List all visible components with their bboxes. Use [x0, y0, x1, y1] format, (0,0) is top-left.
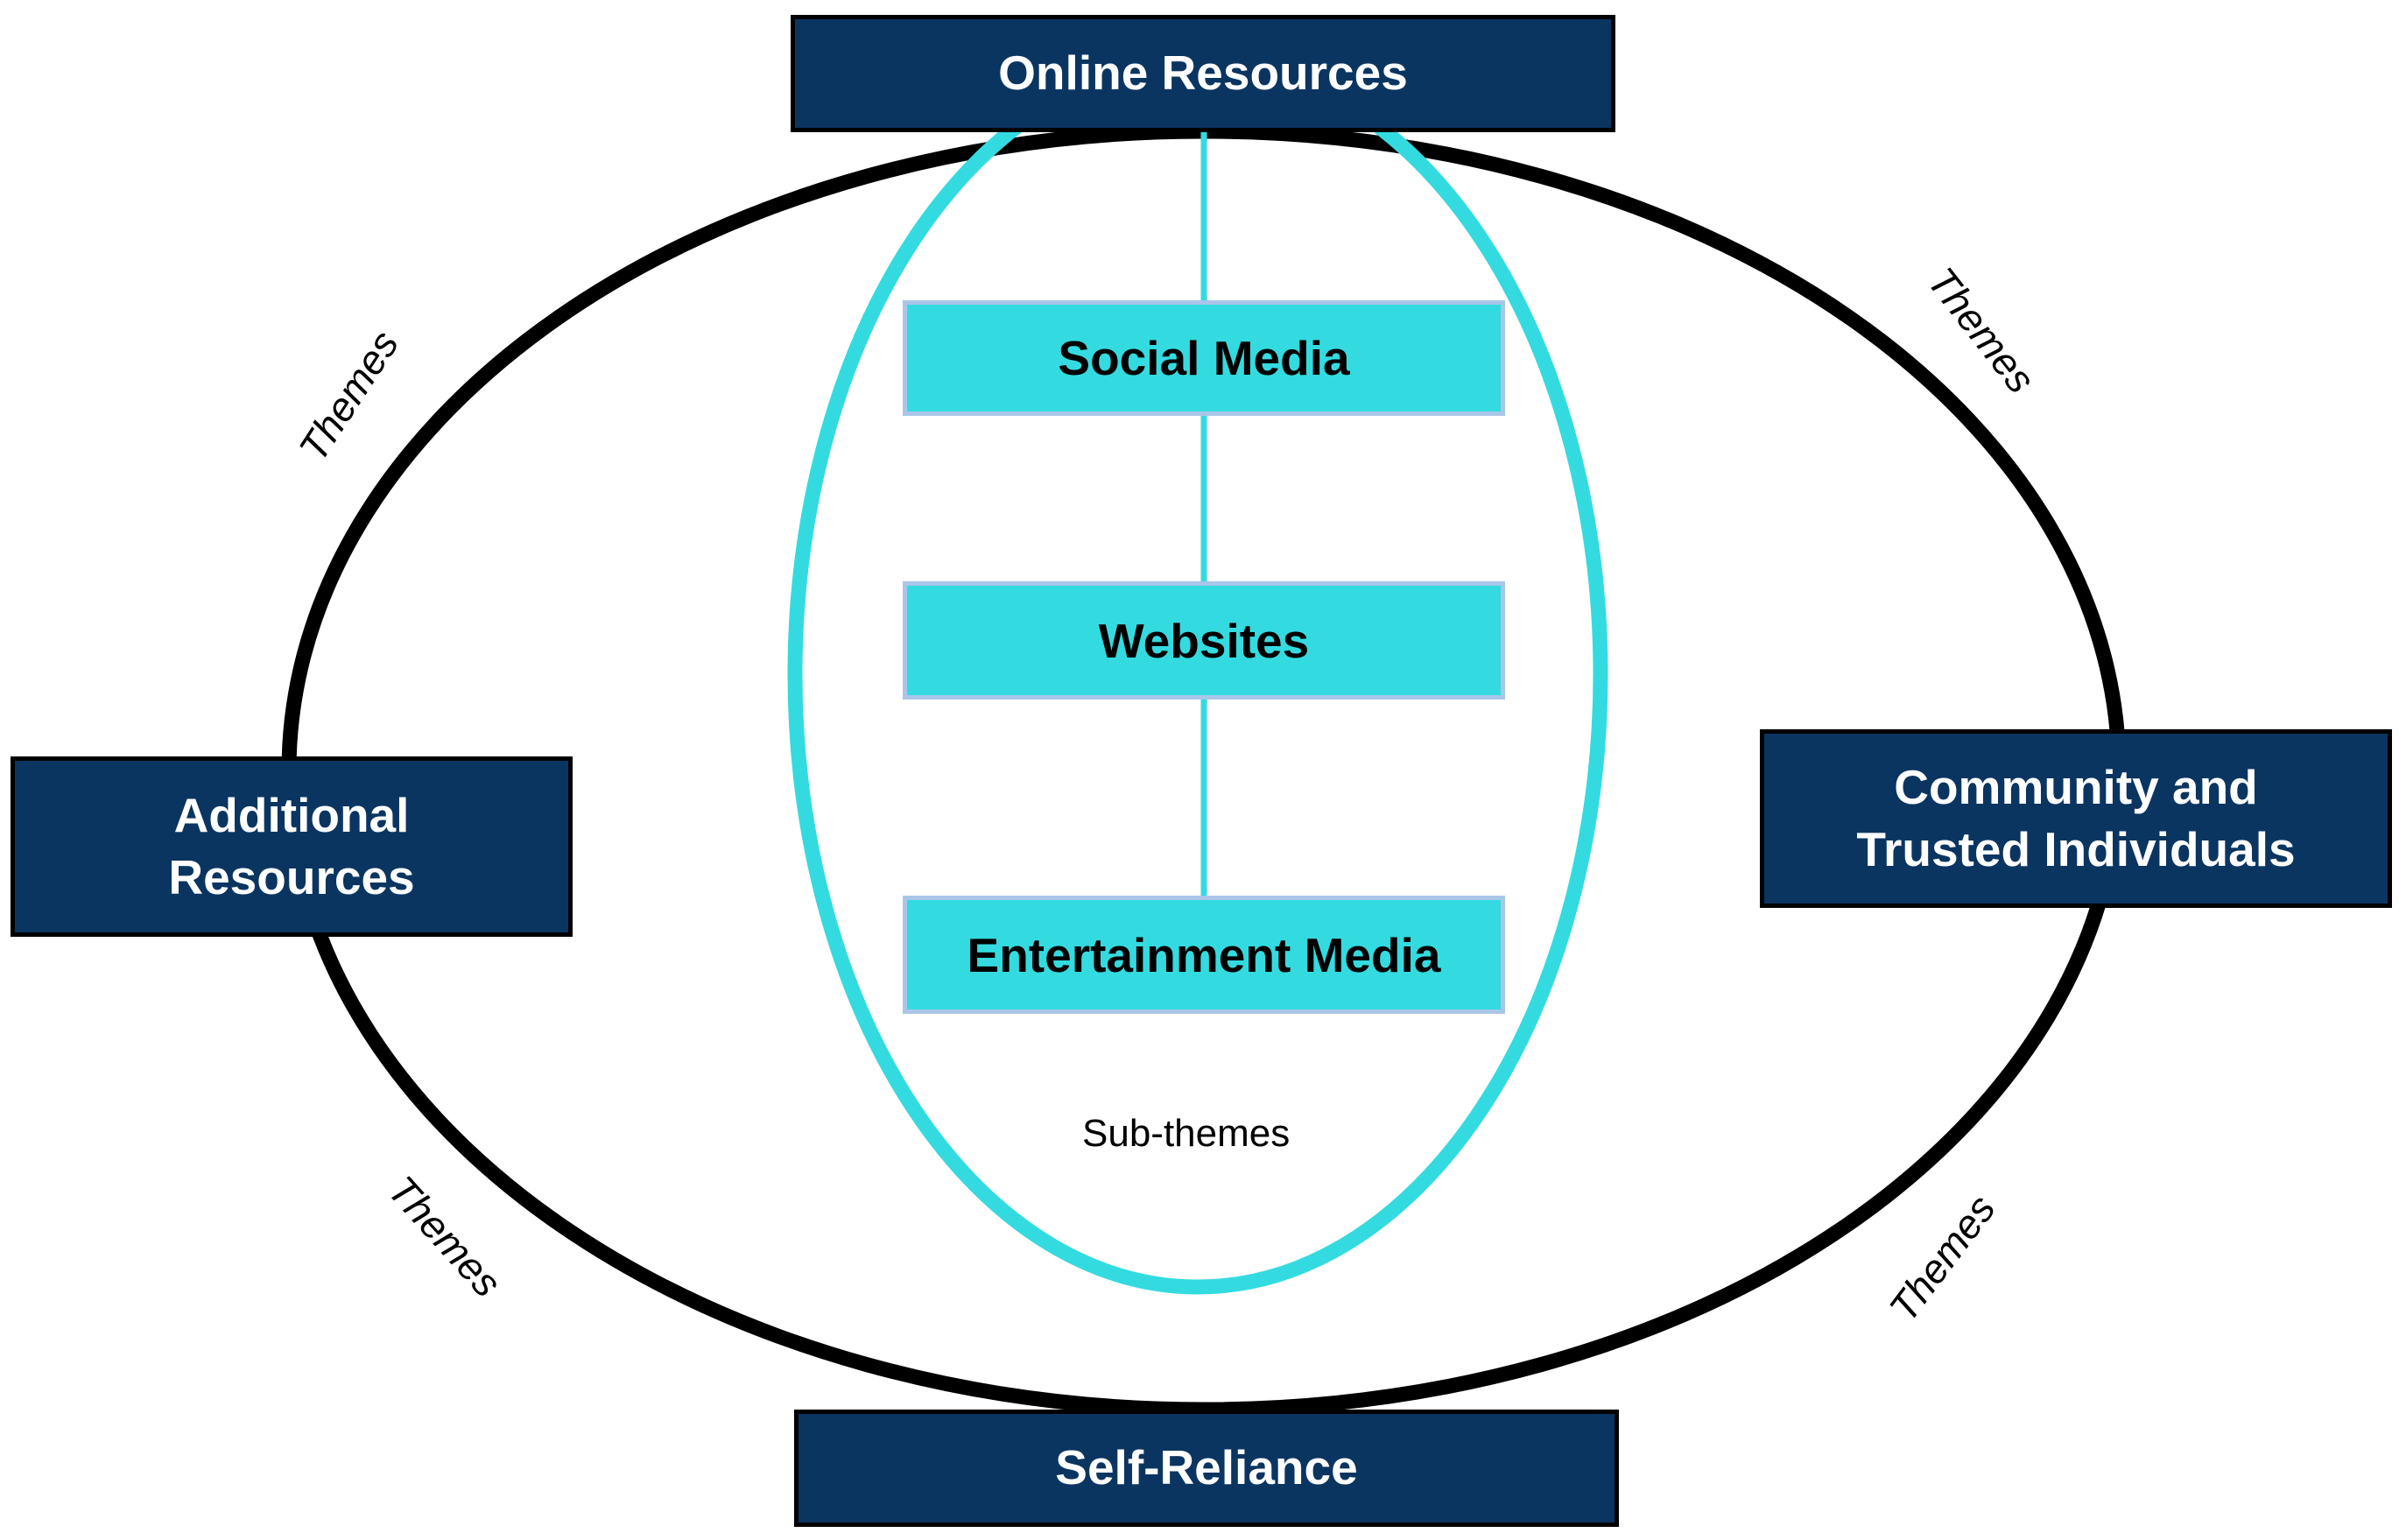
theme-label-self-reliance: Self-Reliance [1055, 1440, 1358, 1495]
sub-theme-label-websites: Websites [1098, 613, 1310, 668]
theme-box-additional-resources: Additional Resources [11, 756, 573, 937]
sub-theme-box-social-media: Social Media [903, 300, 1505, 416]
sub-theme-box-entertainment-media: Entertainment Media [903, 896, 1505, 1014]
sub-theme-label-social-media: Social Media [1058, 331, 1350, 385]
sub-theme-box-websites: Websites [903, 581, 1505, 700]
sub-themes-caption: Sub-themes [1082, 1112, 1291, 1155]
theme-box-community-and-trusted-individuals: Community and Trusted Individuals [1760, 729, 2392, 908]
theme-label-online-resources: Online Resources [998, 46, 1408, 101]
sub-theme-label-entertainment-media: Entertainment Media [967, 927, 1441, 982]
theme-box-online-resources: Online Resources [791, 15, 1615, 132]
theme-label-additional-resources: Additional Resources [168, 787, 415, 905]
theme-box-self-reliance: Self-Reliance [794, 1410, 1619, 1527]
theme-label-community-and-trusted-individuals: Community and Trusted Individuals [1856, 759, 2296, 877]
